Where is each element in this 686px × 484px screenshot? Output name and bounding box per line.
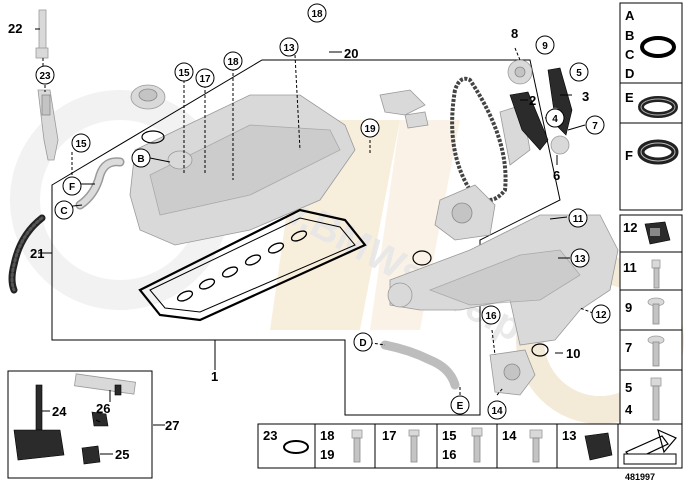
- callout-21: 21: [30, 246, 44, 261]
- callout-18-top: 18: [311, 9, 323, 20]
- callout-19: 19: [364, 124, 376, 135]
- callout-2: 2: [529, 93, 536, 108]
- callout-D: D: [359, 338, 366, 349]
- cell-label-17: 17: [382, 428, 396, 443]
- cell-label-19: 19: [320, 447, 334, 462]
- bolt-label-7: 7: [625, 340, 632, 355]
- callout-20: 20: [344, 46, 358, 61]
- bolt-label-11: 11: [623, 260, 637, 275]
- callout-C: C: [60, 206, 67, 217]
- callout-B: B: [137, 154, 144, 165]
- callout-9: 9: [542, 41, 548, 52]
- callout-10: 10: [566, 346, 580, 361]
- injector: [35, 9, 59, 161]
- intake-manifold: [387, 214, 619, 357]
- bolt-label-9: 9: [625, 300, 632, 315]
- arrow-icon: [622, 428, 680, 466]
- callout-15-left: 15: [75, 139, 87, 150]
- callout-16: 16: [485, 311, 497, 322]
- callout-24: 24: [52, 404, 67, 419]
- cell-label-15: 15: [442, 428, 456, 443]
- drawing-id: 481997: [625, 472, 655, 482]
- cell-label-16: 16: [442, 447, 456, 462]
- callout-17: 17: [199, 74, 211, 85]
- high-pressure-pump: [379, 89, 496, 241]
- callout-15-top: 15: [178, 68, 190, 79]
- cell-label-23: 23: [263, 428, 277, 443]
- sensor-kit-box: 24 26 25 27: [7, 370, 179, 479]
- crankcase-hose-21: [8, 214, 46, 294]
- seal-label-A: A: [625, 8, 635, 23]
- seal-label-D: D: [625, 66, 634, 81]
- callout-23: 23: [39, 71, 51, 82]
- bolt-label-4: 4: [625, 402, 633, 417]
- vent-hose: [75, 157, 125, 210]
- callout-E: E: [457, 401, 464, 412]
- callout-11: 11: [573, 214, 584, 225]
- callout-27: 27: [165, 418, 179, 433]
- seal-label-B: B: [625, 28, 634, 43]
- callout-13-right: 13: [574, 254, 586, 265]
- seal-label-E: E: [625, 90, 634, 105]
- callout-25: 25: [115, 447, 129, 462]
- callout-F: F: [69, 182, 75, 193]
- callout-22: 22: [8, 21, 22, 36]
- seal-label-C: C: [625, 47, 635, 62]
- cell-label-13: 13: [562, 428, 576, 443]
- callout-13-top: 13: [283, 43, 295, 54]
- valve-cover-gasket: [138, 208, 367, 322]
- callout-3: 3: [582, 89, 589, 104]
- callout-7: 7: [592, 121, 598, 132]
- seal-legend: A B C D E F: [619, 2, 683, 211]
- cell-label-18: 18: [320, 428, 334, 443]
- bottom-legend: 23 18 19 17 15 16 14 13: [257, 423, 683, 469]
- callout-6: 6: [553, 168, 560, 183]
- callout-26: 26: [96, 401, 110, 416]
- kit-outline: [51, 59, 561, 416]
- bolt-label-12: 12: [623, 220, 637, 235]
- bolt-legend: 12 11 9 7 5 4: [619, 214, 683, 426]
- seal-label-F: F: [625, 148, 633, 163]
- timing-chain: [450, 59, 573, 202]
- callout-12: 12: [595, 310, 607, 321]
- callout-4: 4: [552, 114, 558, 125]
- coolant-pipe: [380, 340, 536, 396]
- callouts: 22 18 13 20 23 15 17 18 19 15 B F C 21 8…: [8, 3, 611, 420]
- callout-5: 5: [576, 68, 582, 79]
- callout-8: 8: [511, 26, 518, 41]
- bolt-label-5: 5: [625, 380, 632, 395]
- callout-18: 18: [227, 57, 239, 68]
- callout-14: 14: [491, 406, 503, 417]
- callout-1: 1: [211, 369, 218, 384]
- cell-label-14: 14: [502, 428, 517, 443]
